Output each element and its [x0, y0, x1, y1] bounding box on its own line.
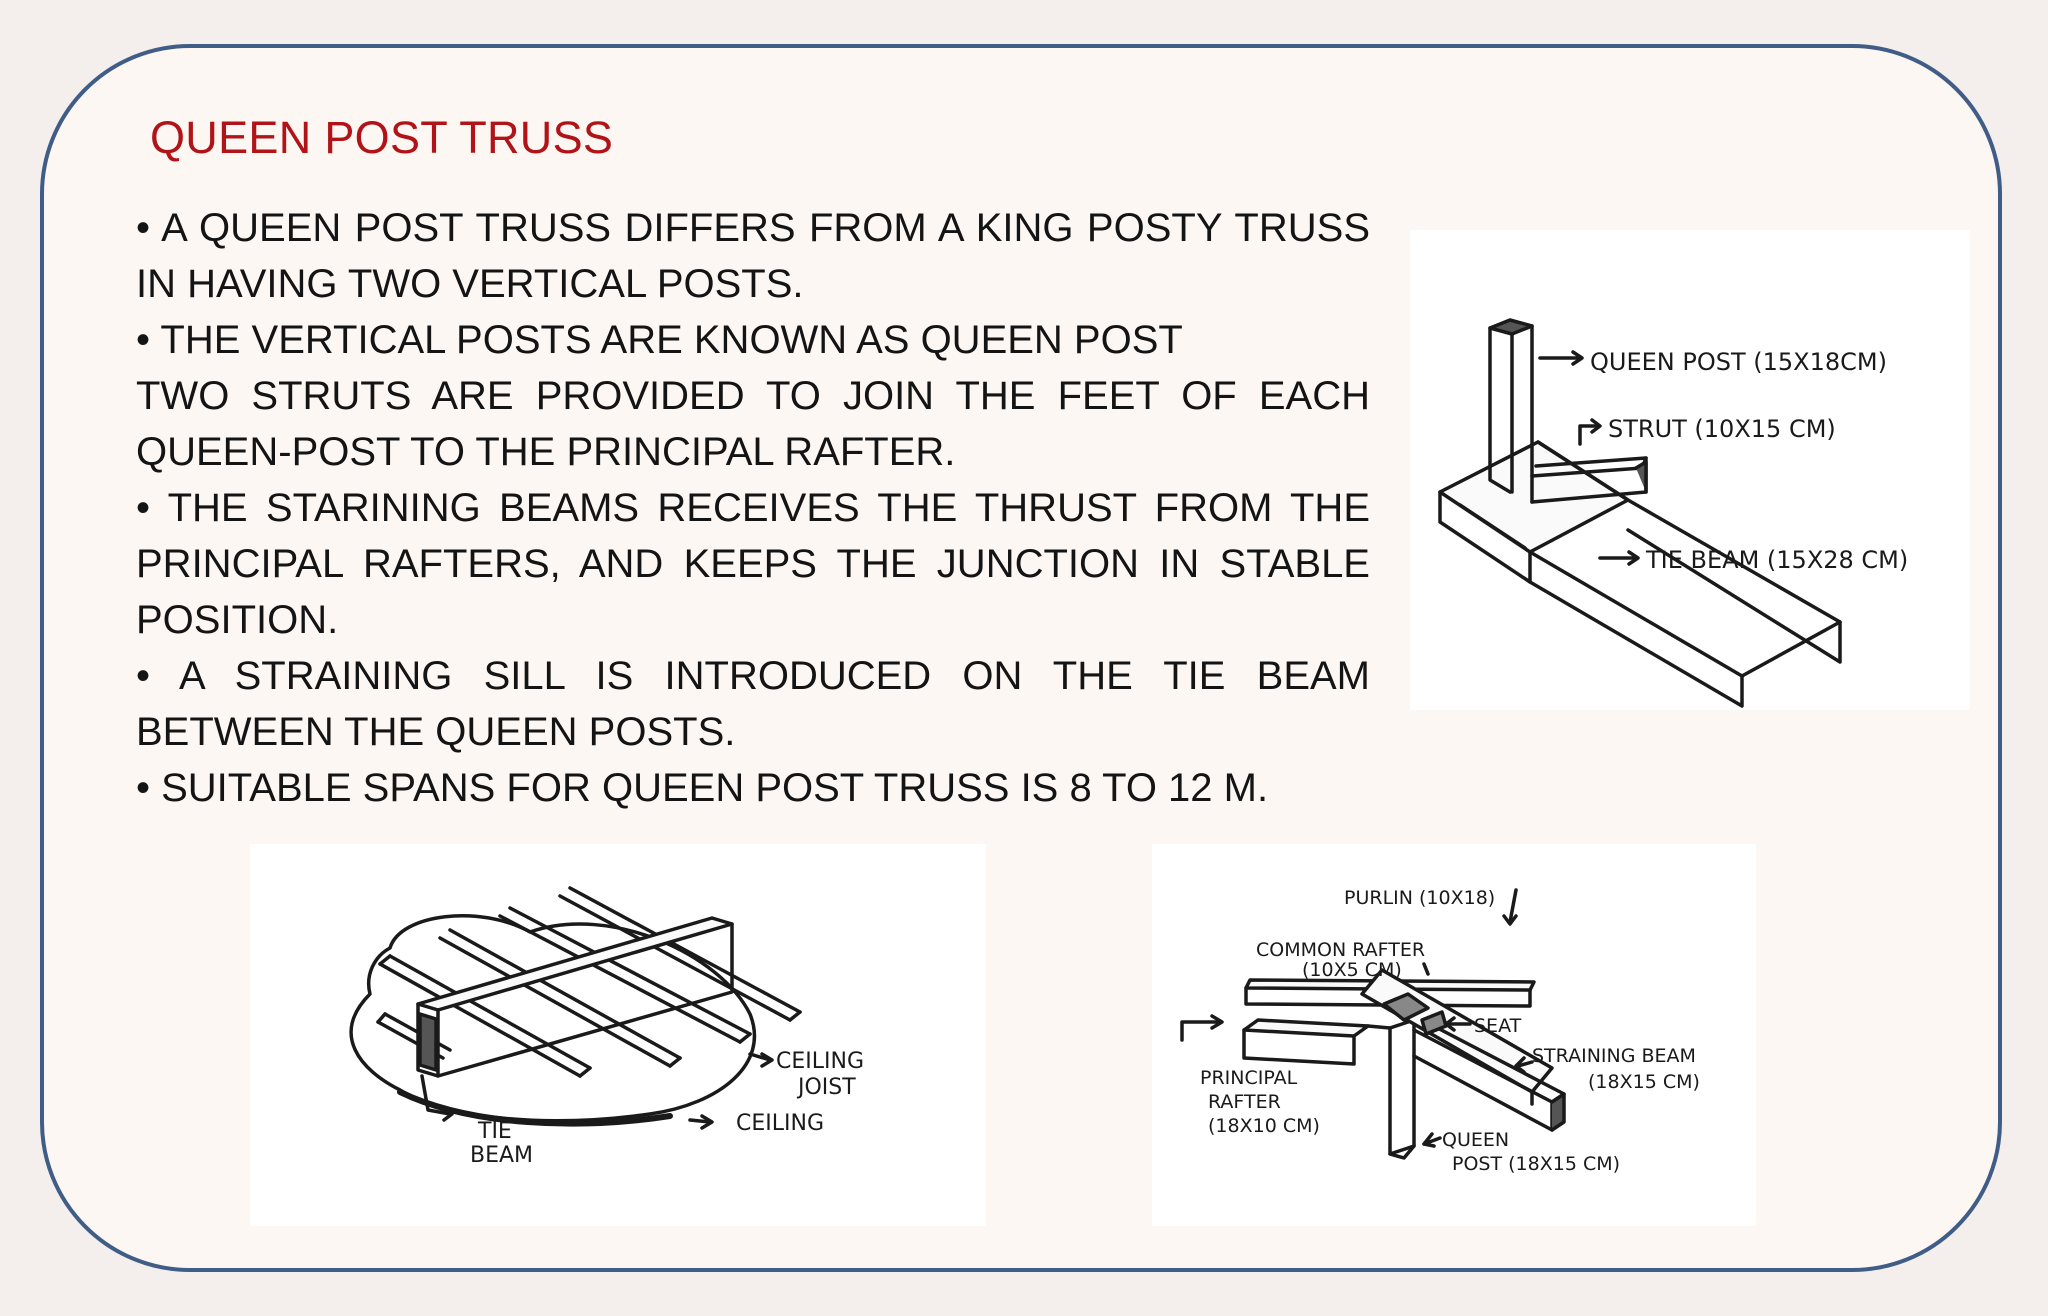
ceiling-joist-label: CEILING — [776, 1049, 864, 1074]
rafter-joint-sketch: PURLIN (10X18) COMMON RAFTER (10X5 CM) S… — [1152, 844, 1756, 1226]
principal-rafter-size-label: (18X10 CM) — [1208, 1115, 1320, 1137]
queen-post-label: QUEEN POST (15X18CM) — [1590, 348, 1887, 376]
common-rafter-size-label: (10X5 CM) — [1302, 959, 1402, 981]
bullet-item: TWO STRUTS ARE PROVIDED TO JOIN THE FEET… — [136, 374, 1370, 474]
ceiling-joist-sketch: TIE BEAM CEILING JOIST CEILING — [250, 844, 986, 1226]
tie-beam-label: TIE BEAM (15X28 CM) — [1645, 546, 1908, 574]
straining-beam-size-label: (18X15 CM) — [1588, 1071, 1700, 1093]
bullet-item: • A QUEEN POST TRUSS DIFFERS FROM A KING… — [136, 206, 1370, 306]
queen-post-sketch: QUEEN POST (15X18CM) STRUT (10X15 CM) TI… — [1410, 230, 1970, 710]
rafter-joint-drawing: PURLIN (10X18) COMMON RAFTER (10X5 CM) S… — [1180, 887, 1700, 1175]
queen-label: QUEEN — [1442, 1129, 1509, 1151]
queen-post-drawing: QUEEN POST (15X18CM) STRUT (10X15 CM) TI… — [1438, 318, 1908, 708]
seat-label: SEAT — [1474, 1015, 1522, 1037]
bullet-item: • THE VERTICAL POSTS ARE KNOWN AS QUEEN … — [136, 318, 1183, 362]
beam-label: BEAM — [470, 1143, 533, 1168]
queen-post-size-label: POST (18X15 CM) — [1452, 1153, 1620, 1175]
bullet-item: • A STRAINING SILL IS INTRODUCED ON THE … — [136, 654, 1370, 754]
joist-label: JOIST — [796, 1075, 856, 1100]
bullet-item: • THE STARINING BEAMS RECEIVES THE THRUS… — [136, 486, 1370, 642]
bullet-item: • SUITABLE SPANS FOR QUEEN POST TRUSS IS… — [136, 766, 1269, 810]
common-rafter-label: COMMON RAFTER — [1256, 939, 1425, 961]
ceiling-joist-drawing: TIE BEAM CEILING JOIST CEILING — [349, 886, 864, 1168]
principal-label: PRINCIPAL — [1200, 1067, 1298, 1089]
rafter-label: RAFTER — [1208, 1091, 1281, 1113]
purlin-label: PURLIN (10X18) — [1344, 887, 1495, 909]
straining-beam-label: STRAINING BEAM — [1532, 1045, 1696, 1067]
ceiling-label: CEILING — [736, 1111, 824, 1136]
slide-title: QUEEN POST TRUSS — [150, 112, 614, 163]
tie-label: TIE — [477, 1119, 512, 1144]
strut-label: STRUT (10X15 CM) — [1608, 415, 1836, 443]
bullet-list: • A QUEEN POST TRUSS DIFFERS FROM A KING… — [136, 200, 1370, 816]
